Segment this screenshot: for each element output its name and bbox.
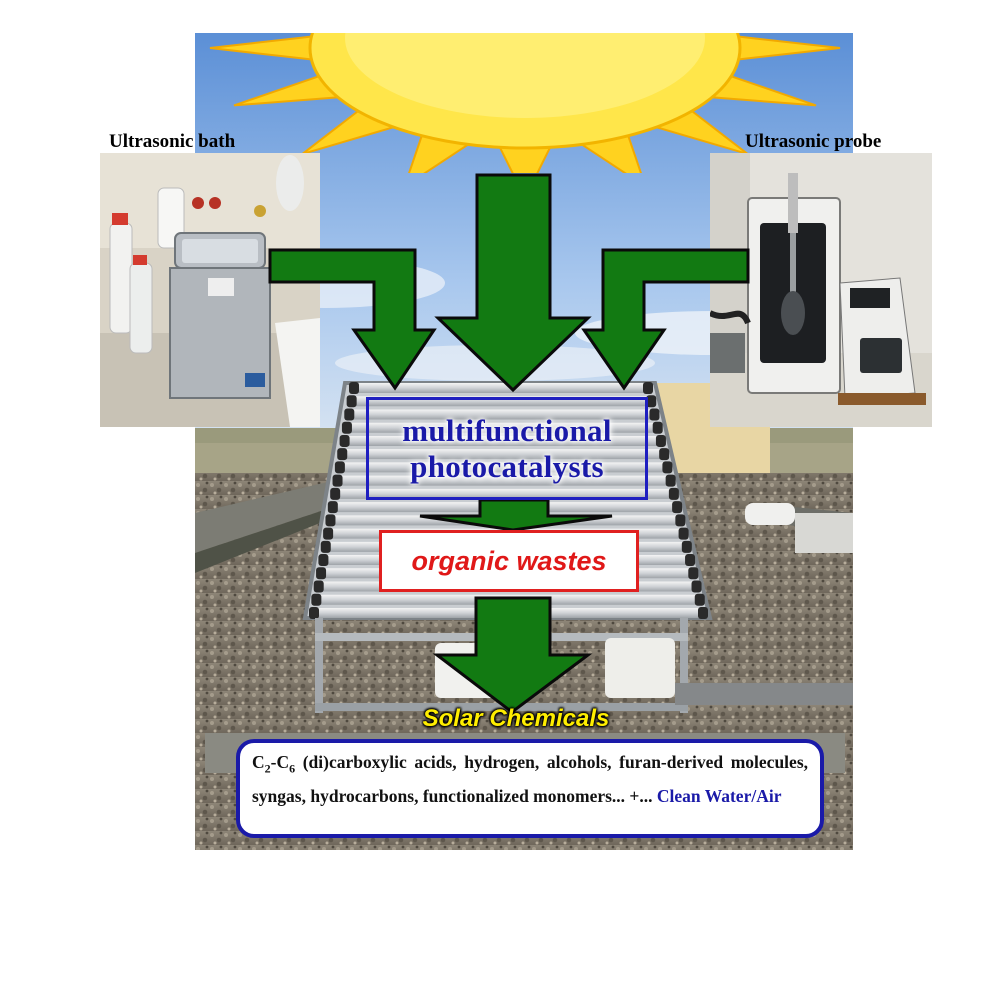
sun-ray <box>498 146 552 173</box>
ultrasonic-bath-label: Ultrasonic bath <box>109 131 236 152</box>
tube-clamp <box>346 395 357 408</box>
tube-clamp <box>332 474 343 487</box>
ultrasonic-bath-photo <box>100 153 320 427</box>
photocatalyst-line2: photocatalysts <box>410 448 604 484</box>
clean-water-air-text: Clean Water/Air <box>656 785 782 806</box>
tube-clamp <box>649 408 660 421</box>
reactor-tube <box>343 422 659 433</box>
reactor-tube <box>329 502 679 513</box>
products-text: (di)carboxylic acids, hydrogen, alcohols… <box>252 752 808 806</box>
tube-clamp <box>313 580 324 593</box>
tube-clamp <box>698 607 708 619</box>
carbon-subscript-2: 2 <box>264 761 271 776</box>
ultrasonic-probe-label: Ultrasonic probe <box>745 131 882 152</box>
organic-wastes-label: organic wastes <box>411 545 607 576</box>
tube-clamp <box>309 607 319 619</box>
tube-clamp <box>659 448 670 461</box>
photocatalyst-box: multifunctional photocatalysts <box>366 397 648 500</box>
ultrasonic-probe-drawing <box>710 153 932 427</box>
tube-clamp <box>662 461 673 474</box>
reactor-tube <box>341 435 662 446</box>
tube-clamp <box>675 514 686 527</box>
solar-chemicals-title: Solar Chemicals <box>422 705 610 732</box>
ultrasonic-bath-drawing <box>100 153 320 427</box>
tube-clamp <box>672 501 683 514</box>
tube-clamp <box>349 382 359 394</box>
tube-clamp <box>318 554 329 567</box>
reactor-tube <box>334 475 672 486</box>
reactor-tube <box>311 608 704 618</box>
tube-clamp <box>643 382 653 394</box>
carbon-symbol: C <box>252 752 265 772</box>
tube-clamp <box>323 527 334 540</box>
tube-clamp <box>646 395 657 408</box>
tube-clamp <box>339 434 350 447</box>
sun-ray <box>732 34 841 62</box>
tube-clamp <box>665 474 676 487</box>
tube-clamp <box>316 567 327 580</box>
tube-clamp <box>685 554 696 567</box>
products-box: C2-C6 (di)carboxylic acids, hydrogen, al… <box>236 739 824 838</box>
sun-icon <box>209 33 841 173</box>
reactor-tube <box>332 488 675 499</box>
tube-clamp <box>652 421 663 434</box>
tube-clamp <box>337 448 348 461</box>
carbon-range-dash: -C <box>270 752 290 772</box>
tube-clamp <box>327 501 338 514</box>
photocatalyst-line1: multifunctional <box>402 412 612 448</box>
tube-clamp <box>681 540 692 553</box>
ultrasonic-probe-photo <box>710 153 932 427</box>
carbon-subscript-6: 6 <box>289 761 296 776</box>
tube-clamp <box>344 408 355 421</box>
tube-clamp <box>668 487 679 500</box>
tube-clamp <box>325 514 336 527</box>
tube-clamp <box>655 434 666 447</box>
reactor-tube <box>336 462 669 473</box>
tube-clamp <box>334 461 345 474</box>
tube-clamp <box>320 540 331 553</box>
reactor-tube <box>351 383 649 393</box>
reactor-tube <box>327 515 682 526</box>
tube-clamp <box>688 567 699 580</box>
sun-ray <box>209 34 318 62</box>
tube-clamp <box>311 593 322 606</box>
organic-wastes-box: organic wastes <box>379 530 639 592</box>
tube-clamp <box>341 421 352 434</box>
tube-clamp <box>330 487 341 500</box>
reactor-tube <box>313 594 701 605</box>
tube-clamp <box>678 527 689 540</box>
tube-clamp <box>691 580 702 593</box>
tube-clamp <box>694 593 705 606</box>
reactor-tube <box>339 449 666 460</box>
reactor-tube <box>346 409 656 420</box>
